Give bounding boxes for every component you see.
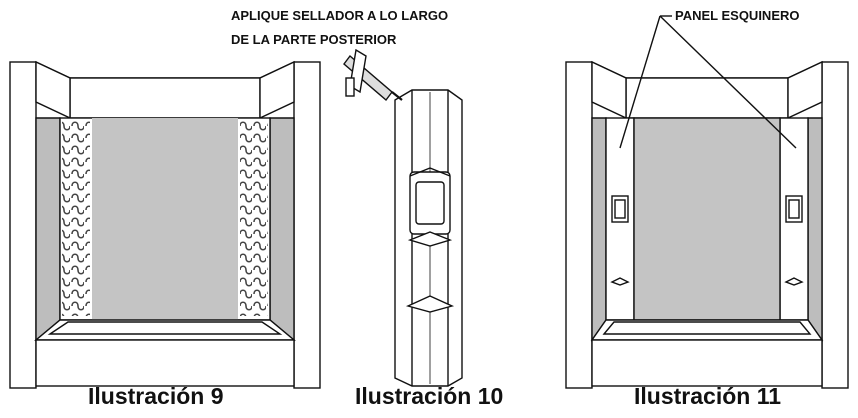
caulk-gun-icon: [343, 48, 403, 102]
corner-panel-callout: PANEL ESQUINERO: [675, 8, 800, 23]
sealant-callout-line2: DE LA PARTE POSTERIOR: [231, 32, 397, 47]
caption-illustration-10: Ilustración 10: [355, 383, 504, 409]
illustration-11: [565, 15, 849, 389]
illustration-10: [343, 48, 463, 387]
caption-illustration-9: Ilustración 9: [88, 383, 224, 409]
caption-illustration-11: Ilustración 11: [634, 383, 782, 409]
illustration-9: [9, 60, 321, 389]
sealant-callout-line1: APLIQUE SELLADOR A LO LARGO: [231, 8, 449, 23]
